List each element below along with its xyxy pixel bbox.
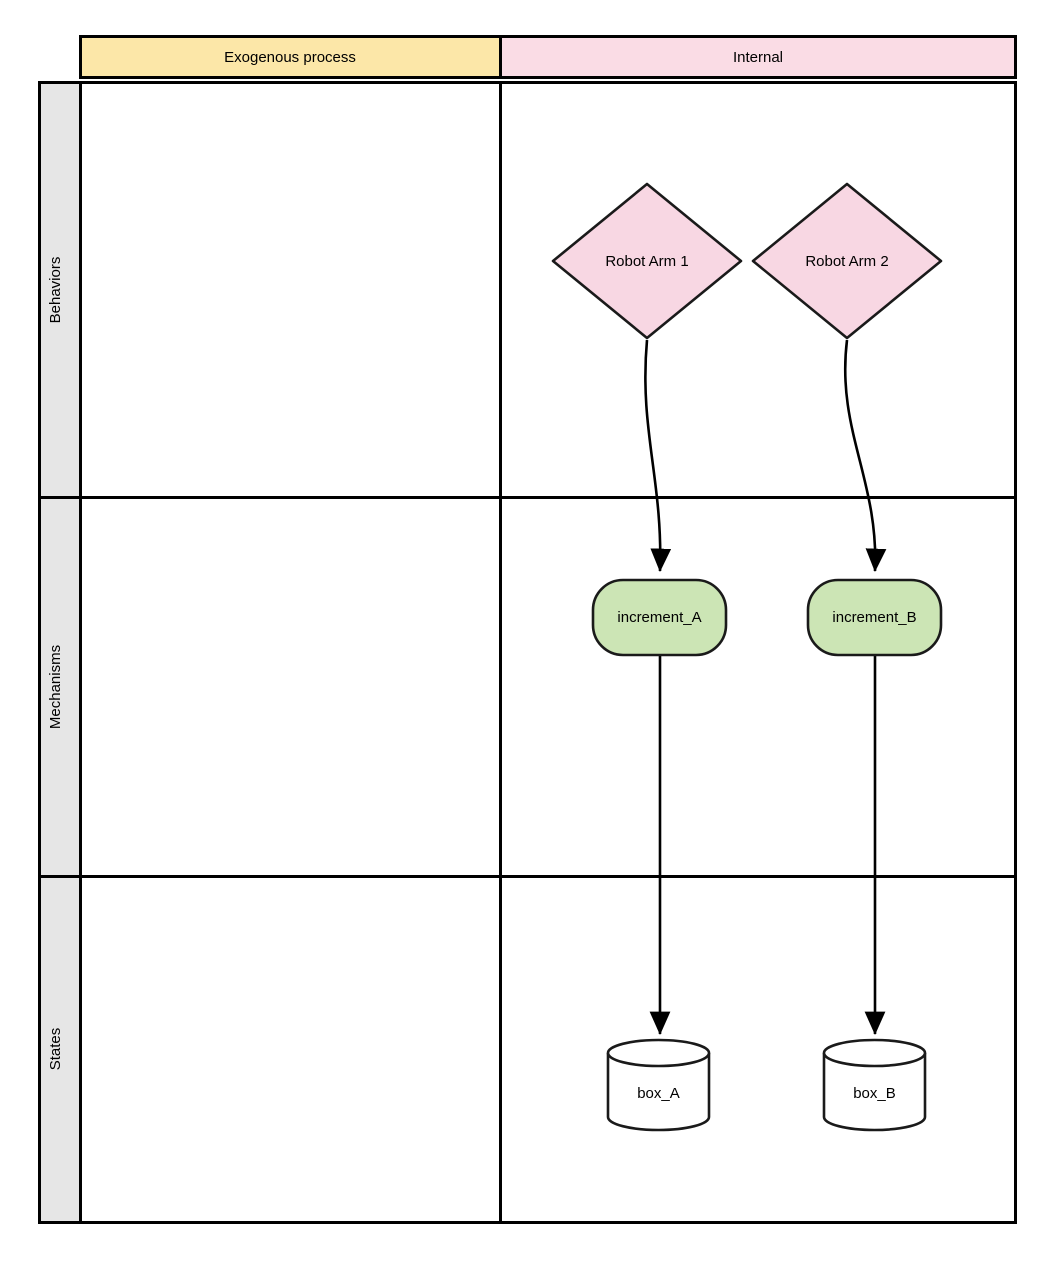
rounded-rect-shape — [591, 578, 728, 657]
node-robot-arm-1-label: Robot Arm 1 — [605, 253, 688, 270]
node-robot-arm-2[interactable]: Robot Arm 2 — [751, 182, 943, 340]
edge-robot-arm-1-to-increment-a[interactable] — [644, 339, 672, 573]
node-box-a-label: box_A — [637, 1085, 680, 1102]
node-increment-a[interactable]: increment_A — [591, 578, 728, 657]
cell-mechanisms-exogenous[interactable] — [79, 496, 502, 878]
column-header-row: Exogenous process Internal — [79, 35, 1017, 79]
node-robot-arm-1[interactable]: Robot Arm 1 — [551, 182, 743, 340]
column-header-internal[interactable] — [499, 35, 1017, 79]
node-box-b[interactable]: box_B — [822, 1038, 927, 1132]
cylinder-body — [822, 1053, 927, 1132]
diamond-shape — [751, 182, 943, 340]
diamond-shape — [551, 182, 743, 340]
column-header-exogenous[interactable] — [79, 35, 502, 79]
cell-states-exogenous[interactable] — [79, 875, 502, 1224]
node-increment-b-label: increment_B — [832, 609, 916, 626]
row-label-states[interactable] — [38, 875, 82, 1224]
matrix-grid — [79, 81, 1017, 1224]
rounded-rect-shape — [806, 578, 943, 657]
cell-states-internal[interactable] — [499, 875, 1017, 1224]
row-label-column: Behaviors Mechanisms States — [38, 81, 82, 1224]
cell-mechanisms-internal[interactable] — [499, 496, 1017, 878]
node-robot-arm-2-label: Robot Arm 2 — [805, 253, 888, 270]
row-label-states-text: States — [47, 1028, 64, 1071]
column-header-exogenous-label: Exogenous process — [224, 49, 356, 66]
edge-robot-arm-2-to-increment-b[interactable] — [843, 339, 887, 573]
node-layer: Robot Arm 1 Robot Arm 2 increment_A incr… — [551, 182, 943, 1132]
cell-behaviors-exogenous[interactable] — [79, 81, 502, 499]
cylinder-body — [606, 1053, 711, 1132]
edge-layer — [644, 339, 887, 1036]
cylinder-top — [822, 1038, 927, 1068]
node-box-b-label: box_B — [853, 1085, 896, 1102]
node-increment-b[interactable]: increment_B — [806, 578, 943, 657]
column-header-internal-label: Internal — [733, 49, 783, 66]
node-box-a[interactable]: box_A — [606, 1038, 711, 1132]
cell-behaviors-internal[interactable] — [499, 81, 1017, 499]
node-increment-a-label: increment_A — [617, 609, 701, 626]
row-label-behaviors-text: Behaviors — [47, 257, 64, 324]
row-label-mechanisms-text: Mechanisms — [47, 645, 64, 729]
cylinder-top — [606, 1038, 711, 1068]
